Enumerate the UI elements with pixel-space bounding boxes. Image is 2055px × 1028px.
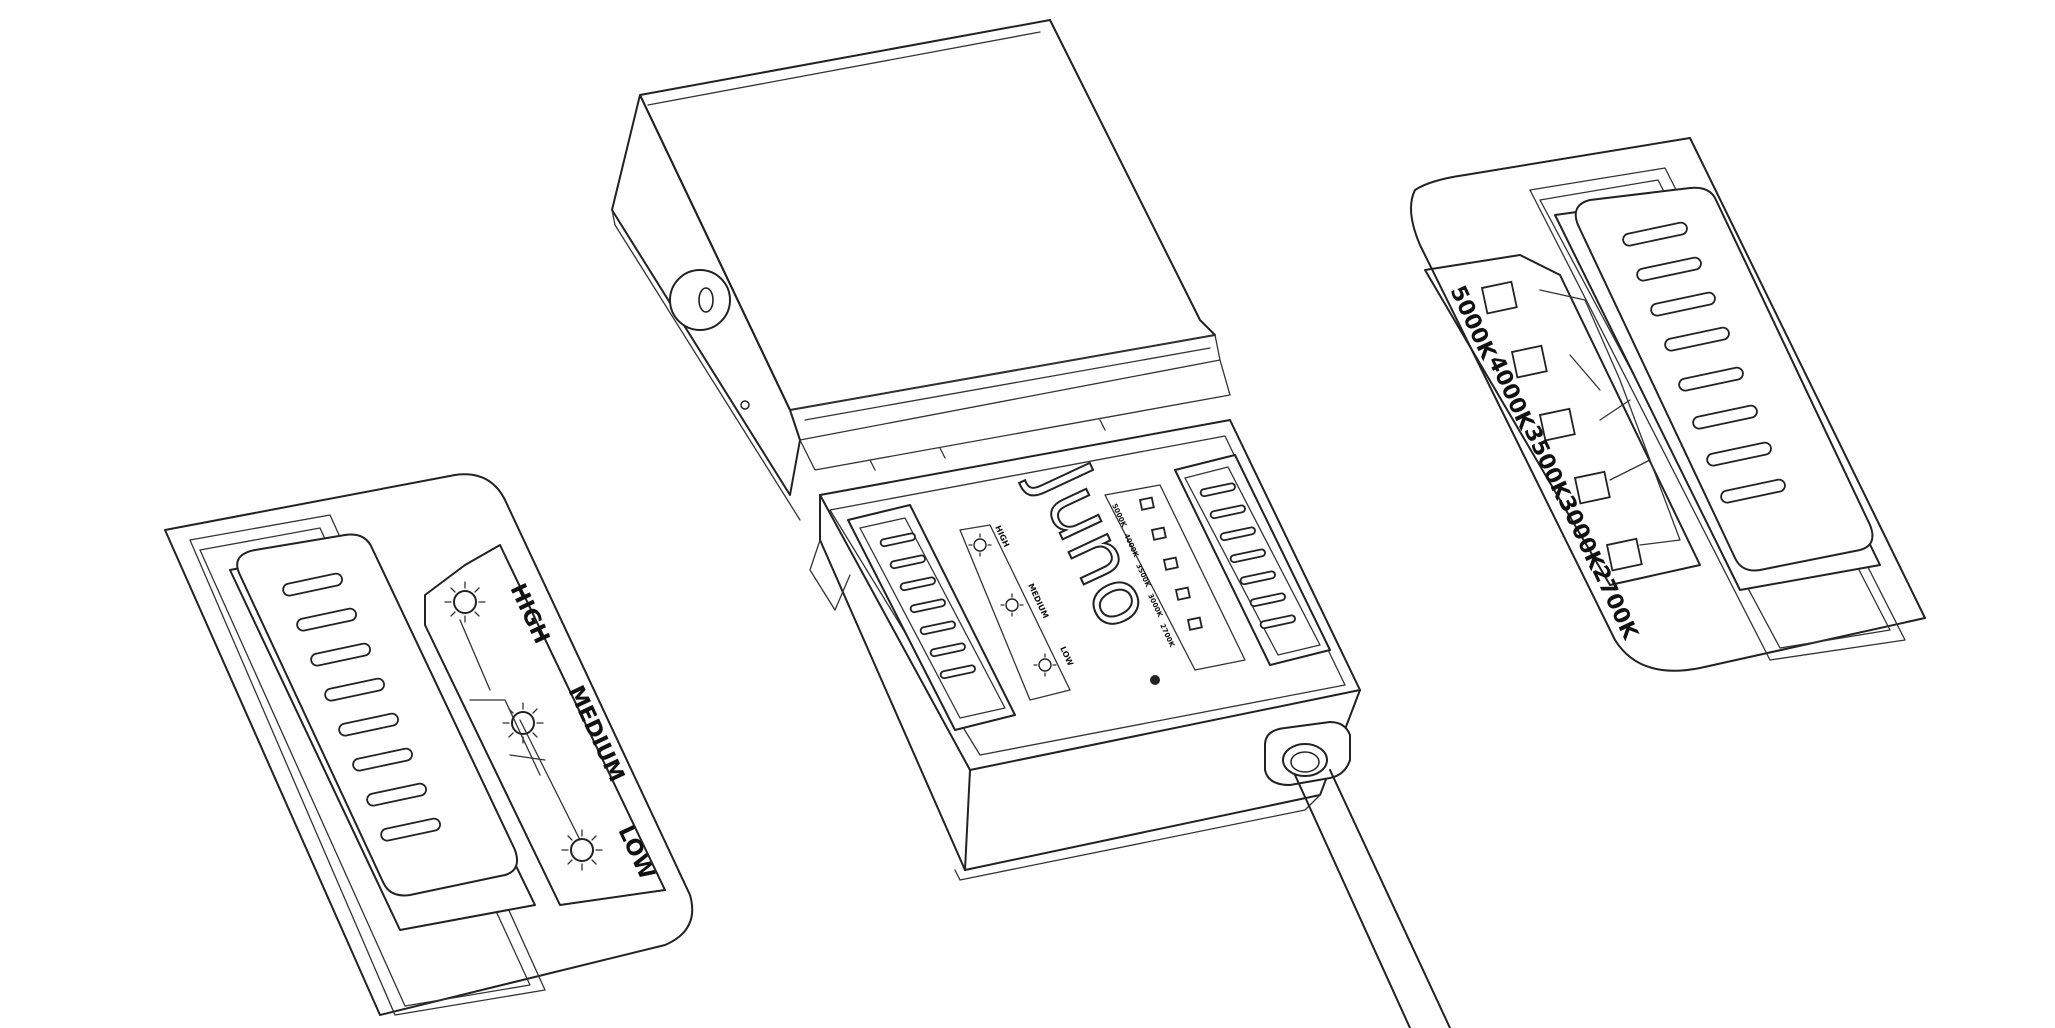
brightness-slider-ribs <box>282 572 441 842</box>
mini-label-2700k: 2700K <box>1158 622 1176 648</box>
sun-icon-high <box>444 581 486 623</box>
cct-box-4000k <box>1510 344 1548 379</box>
mini-label-medium: MEDIUM <box>1026 582 1050 620</box>
mini-sun-icon-high <box>968 533 992 557</box>
cct-box-3500k <box>1538 407 1576 442</box>
cct-box-3000k <box>1573 470 1611 505</box>
cct-plate-recess <box>1529 167 1906 661</box>
mini-cct-box-1 <box>1138 496 1155 511</box>
mini-sun-icon-low <box>1033 653 1057 677</box>
mini-brightness-ribs <box>879 532 976 680</box>
label-3000k: 3000K <box>1553 492 1609 574</box>
box-lid <box>639 19 1216 411</box>
knockout-icon <box>669 269 750 410</box>
mini-cct-box-2 <box>1150 526 1167 541</box>
mini-sun-icon-medium <box>1000 593 1024 617</box>
brightness-switch-detail: HIGH MEDIUM LOW <box>164 473 694 1016</box>
mini-brightness-slider[interactable] <box>847 504 1016 731</box>
cct-switch-detail: 5000K 4000K 3500K 3000K 2700K <box>1410 137 1926 672</box>
brightness-slider-knob[interactable] <box>236 533 518 897</box>
sun-icon-medium <box>502 702 544 744</box>
cct-box-2700k <box>1605 537 1643 572</box>
label-2700k: 2700K <box>1587 562 1643 644</box>
cable-gland <box>1264 721 1351 786</box>
cct-slider-ribs <box>1622 221 1786 504</box>
indicator-dot <box>1150 675 1160 685</box>
power-cable <box>1294 769 1451 1028</box>
brightness-plate-recess <box>189 514 546 1016</box>
cct-box-5000k <box>1480 280 1518 315</box>
box-side <box>611 94 801 496</box>
cct-plate-outline <box>1410 137 1926 672</box>
junction-box: HIGH MEDIUM LOW Juno 5000K 4000K 3500K 3… <box>611 19 1451 1028</box>
brightness-label-panel <box>424 544 666 906</box>
label-low: LOW <box>613 822 659 884</box>
mini-cct-slider[interactable] <box>1174 454 1331 666</box>
mini-cct-box-3 <box>1162 556 1179 571</box>
mini-cct-box-5 <box>1186 616 1203 631</box>
mini-cct-ribs <box>1199 482 1296 630</box>
sun-icon-low <box>561 829 603 871</box>
brightness-plate-outline <box>164 473 694 1016</box>
mini-cct-box-4 <box>1174 586 1191 601</box>
mini-label-low: LOW <box>1058 645 1075 667</box>
label-medium: MEDIUM <box>563 682 629 786</box>
cct-label-panel <box>1424 254 1701 586</box>
